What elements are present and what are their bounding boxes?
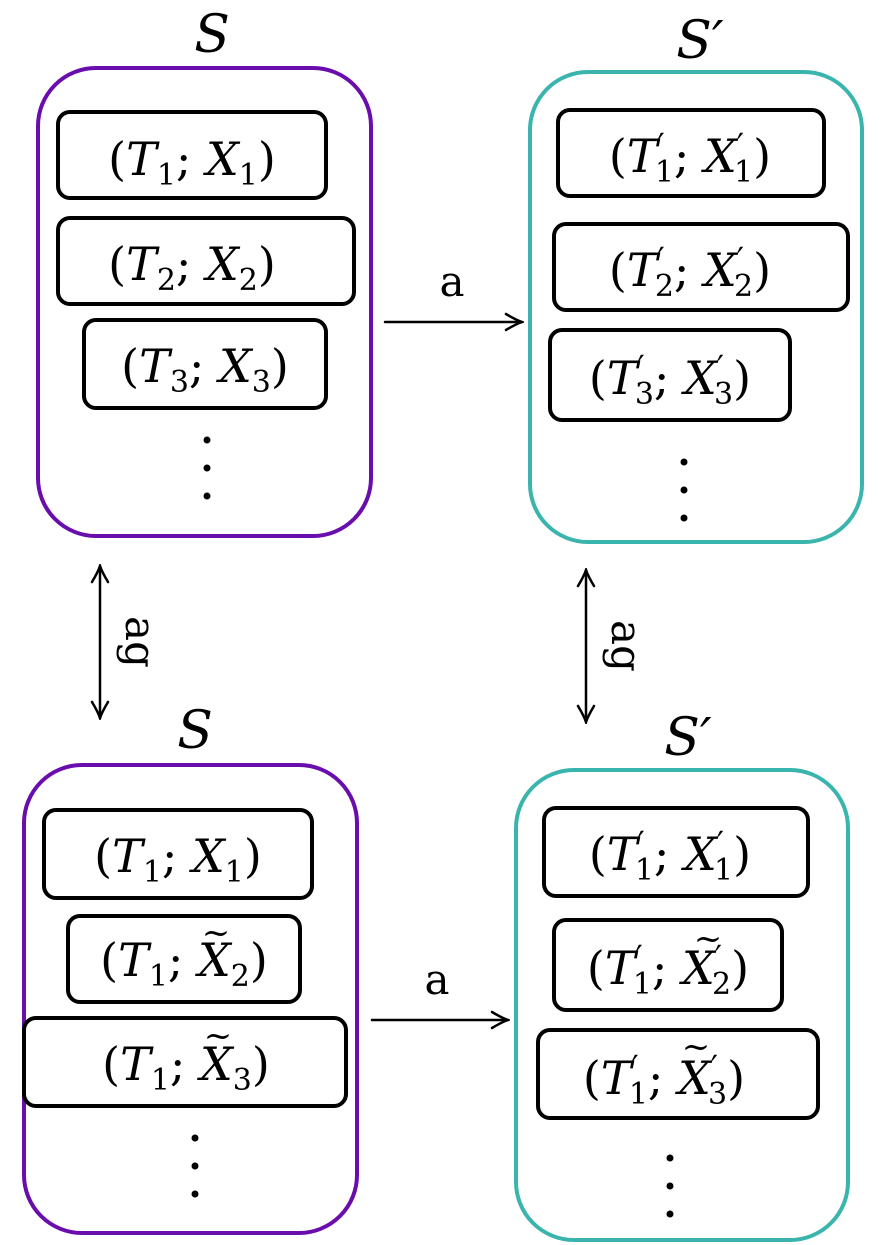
set-label-bottom-left: S [177, 701, 213, 761]
tilde-mark: ~ [682, 1027, 711, 1067]
set-label-top-right: S′ [676, 11, 724, 71]
pair-expression: (T′1; X′3) [583, 1048, 745, 1112]
tilde-mark: ~ [694, 919, 723, 959]
pair-box [556, 108, 826, 198]
pair-expression: (T′1; X′1) [609, 126, 771, 190]
pair-expression: (T′1; X′1) [589, 824, 751, 888]
pair-box [552, 222, 850, 312]
pair-box [22, 1016, 348, 1108]
arrow-label-ag-left: ag [116, 616, 165, 668]
pair-expression: (T1; X2) [100, 933, 268, 994]
set-box-bottom-right [514, 768, 850, 1242]
ellipsis-top-left [203, 436, 211, 500]
pair-box [536, 1028, 820, 1120]
set-box-bottom-left [22, 763, 359, 1235]
pair-box [56, 110, 328, 200]
pair-expression: (T3; X3) [121, 339, 289, 400]
arrow-label-ag-right: ag [602, 620, 651, 672]
ellipsis-top-right [680, 458, 688, 522]
ellipsis-bottom-left [191, 1134, 199, 1198]
pair-expression: (T′1; X′2) [587, 938, 749, 1002]
pair-box [552, 918, 784, 1012]
tilde-mark: ~ [204, 1016, 233, 1056]
set-label-bottom-right: S′ [664, 708, 712, 768]
pair-expression: (T′3; X′3) [589, 348, 751, 412]
pair-box [82, 318, 328, 410]
tilde-mark: ~ [202, 913, 231, 953]
ellipsis-bottom-right [666, 1154, 674, 1218]
pair-expression: (T1; X3) [102, 1037, 270, 1098]
pair-box [42, 808, 314, 900]
pair-expression: (T′2; X′2) [609, 240, 771, 304]
pair-box [542, 806, 810, 898]
arrow-label-a-top: a [439, 257, 464, 306]
set-label-top-left: S [194, 5, 230, 65]
set-box-top-right [528, 70, 864, 544]
pair-box [56, 216, 356, 306]
pair-box [66, 914, 302, 1004]
set-box-top-left [36, 66, 373, 538]
pair-expression: (T1; X1) [94, 829, 262, 890]
pair-expression: (T2; X2) [108, 237, 276, 298]
pair-expression: (T1; X1) [108, 132, 276, 193]
arrow-label-a-bottom: a [424, 955, 449, 1004]
pair-box [548, 328, 792, 422]
